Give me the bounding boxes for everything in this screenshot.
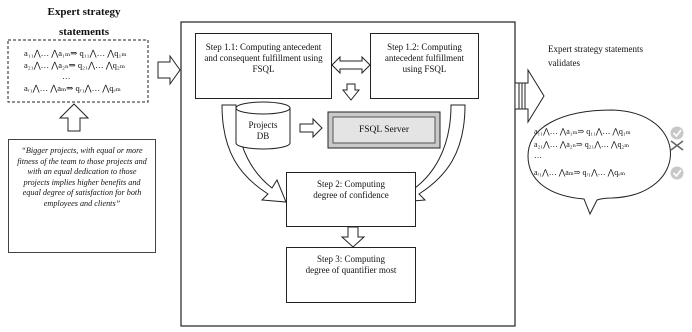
- statements-title-line1: Expert strategy: [47, 6, 121, 18]
- strategy-quote-box: “Bigger projects, with equal or more fit…: [8, 139, 156, 253]
- double-arrow: [331, 55, 371, 75]
- fsql-server-label: FSQL Server: [358, 125, 410, 135]
- validated-formula-3: aᵣ₁⋀… ⋀aₘ⇒ qᵣ₁⋀… ⋀qₑₘ: [534, 168, 626, 177]
- db-to-server-arrow: [299, 117, 323, 139]
- statement-formula-ellipsis: …: [62, 71, 71, 81]
- step-1-2-box: Step 1.2: Computing antecedent fulfillme…: [370, 33, 479, 99]
- step-1-2-label: Step 1.2: Computing antecedent fulfillme…: [384, 42, 465, 74]
- validated-formula-ellipsis: …: [534, 151, 542, 160]
- projects-db-label-line1: Projects: [248, 120, 278, 130]
- database-cylinder: [235, 101, 291, 150]
- statements-title-line2: statements: [58, 26, 110, 38]
- step-3-box: Step 3: Computing degree of quantifier m…: [286, 247, 416, 303]
- step-1-1-box: Step 1.1: Computing antecedent and conse…: [195, 33, 332, 99]
- statement-formula-1: a₁₁⋀… ⋀a₁ₘ⇒ q₁₁⋀… ⋀q₁ₘ: [24, 48, 127, 58]
- statements-dashed-box: [7, 39, 149, 103]
- server-down-arrow: [341, 83, 361, 101]
- validated-title: Expert strategy statements validates: [548, 44, 643, 68]
- validated-formula-1: a₁₁⋀… ⋀a₁ₘ⇒ q₁₁⋀… ⋀q₁ₘ: [534, 127, 631, 136]
- check-icon-2: [670, 166, 684, 180]
- step-2-box: Step 2: Computing degree of confidence: [286, 172, 416, 227]
- step-1-1-label: Step 1.1: Computing antecedent and conse…: [204, 42, 323, 74]
- step-3-label: Step 3: Computing degree of quantifier m…: [305, 254, 397, 275]
- up-arrow: [58, 103, 90, 132]
- step-down-arrow: [340, 226, 366, 248]
- statement-formula-3: aᵣ₁⋀… ⋀aₘ⇒ qᵣ₁⋀… ⋀qₑₘ: [24, 83, 121, 93]
- statement-formula-2: a₂₁⋀… ⋀a₂ₙ⇒ q₂₁⋀… ⋀q₂ₘ: [24, 60, 126, 70]
- validated-formula-2: a₂₁⋀… ⋀a₂ₙ⇒ q₂₁⋀… ⋀q₂ₘ: [534, 140, 630, 149]
- input-arrow: [157, 54, 181, 86]
- check-icon-1: [670, 126, 684, 140]
- projects-db-label-line2: DB: [256, 131, 270, 141]
- strategy-quote-text: “Bigger projects, with equal or more fit…: [17, 146, 147, 208]
- server-box: [327, 111, 441, 149]
- process-frame: [180, 21, 516, 327]
- cross-icon: [670, 140, 684, 151]
- step-2-label: Step 2: Computing degree of confidence: [313, 179, 389, 200]
- speech-bubble: [527, 109, 671, 216]
